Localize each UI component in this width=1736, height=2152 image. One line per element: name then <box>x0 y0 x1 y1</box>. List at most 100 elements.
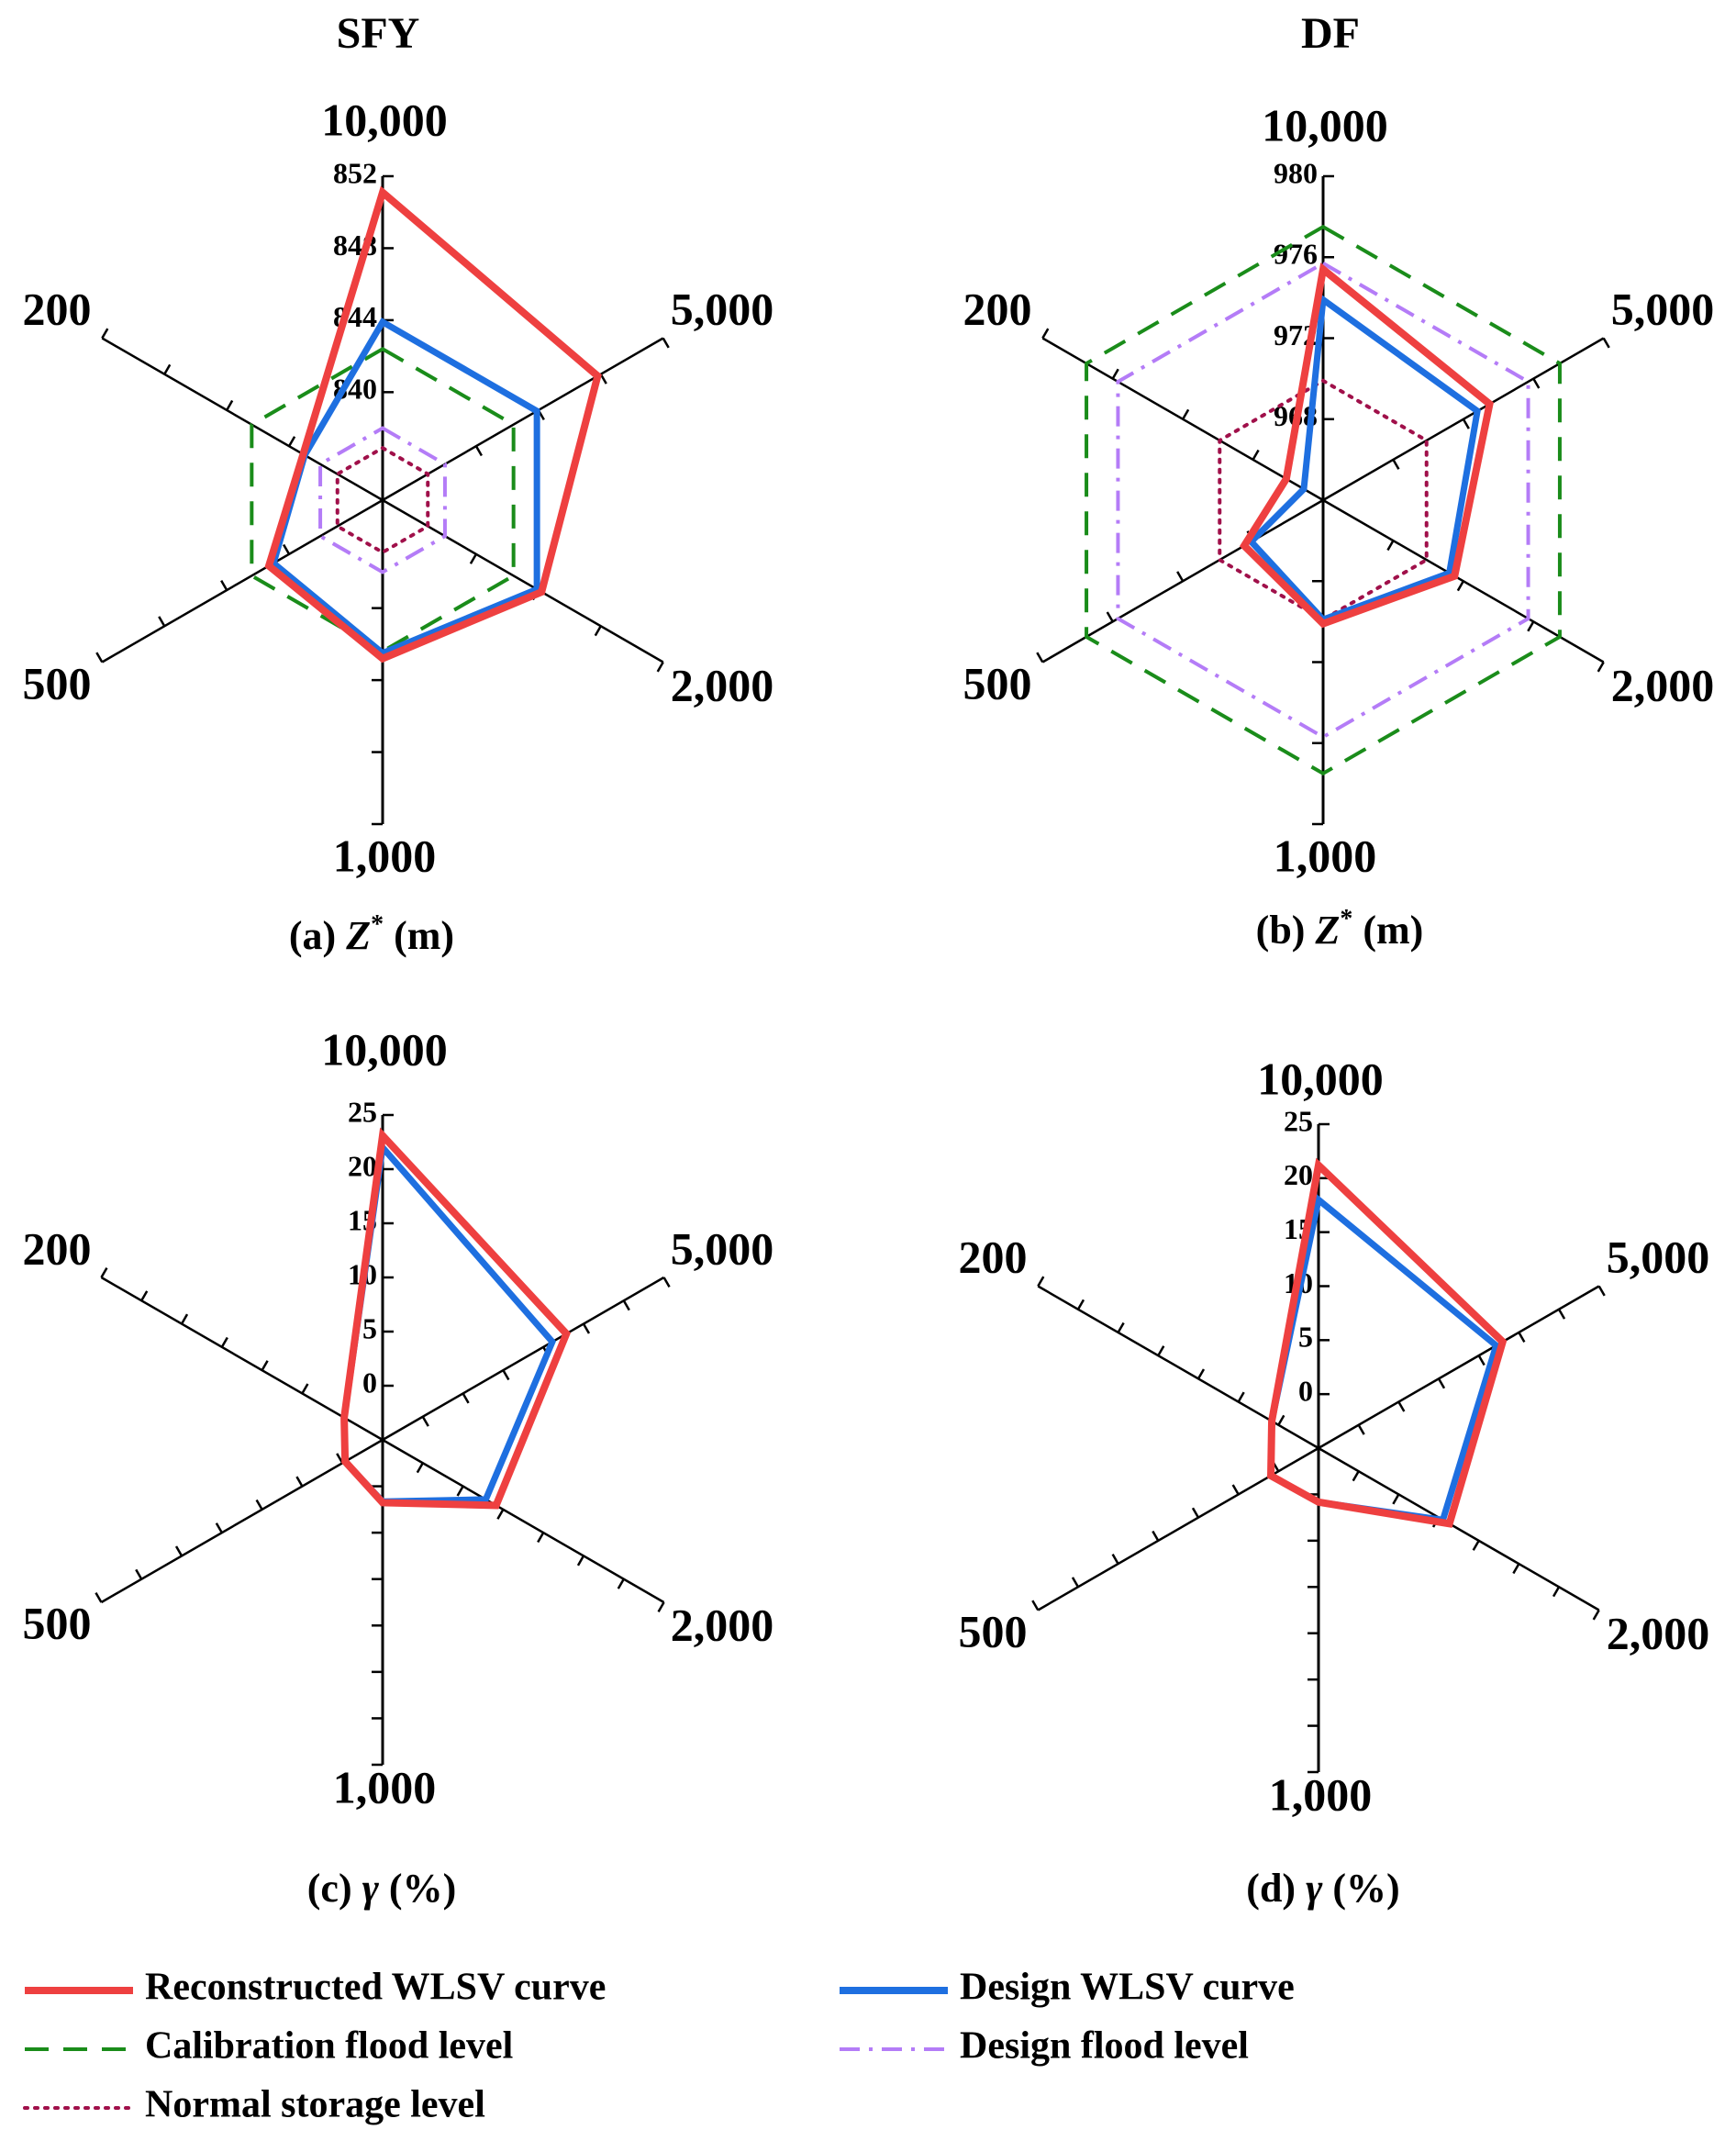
axis-tick <box>158 616 166 627</box>
axis-tick <box>1157 1345 1165 1356</box>
axis-label-2000: 2,000 <box>671 659 774 710</box>
tick-label: 20 <box>1284 1158 1313 1191</box>
axis-tick <box>1117 1321 1125 1333</box>
axis-label-1000: 1,000 <box>1274 830 1377 881</box>
caption-label: (c) <box>307 1866 352 1911</box>
axis-label-500: 500 <box>963 657 1032 708</box>
axis-tick <box>1397 1400 1406 1412</box>
legend-item-normal: Normal storage level <box>23 2084 485 2126</box>
caption-unit: (%) <box>1332 1866 1399 1911</box>
axis-label-200: 200 <box>23 283 92 334</box>
legend-item-design_flood: Design flood level <box>840 2025 1249 2068</box>
caption-variable: γ <box>362 1866 380 1911</box>
axis-tick <box>1196 1368 1206 1379</box>
legend-item-calibration: Calibration flood level <box>25 2025 513 2068</box>
panels: 10,0005,0002,0001,000500200852848844840(… <box>23 94 1715 1911</box>
axis-label-200: 200 <box>959 1231 1028 1282</box>
axis-tick <box>226 399 234 411</box>
axis-tick <box>1191 1507 1200 1519</box>
axis-tick <box>1041 328 1050 340</box>
axis-line-5000 <box>1318 1285 1600 1450</box>
legend-item-reconstructed: Reconstructed WLSV curve <box>25 1967 606 2009</box>
axis-tick <box>1602 337 1610 349</box>
radar-panel-a: 10,0005,0002,0001,000500200852848844840(… <box>23 94 774 958</box>
axis-tick <box>1477 1355 1486 1366</box>
axis-label-200: 200 <box>23 1222 92 1274</box>
axis-tick <box>1392 1493 1400 1505</box>
axis-label-200: 200 <box>963 283 1032 334</box>
axis-tick <box>261 1360 269 1371</box>
axis-tick <box>657 1601 665 1613</box>
level-design_flood <box>318 426 447 574</box>
tick-label: 20 <box>348 1149 377 1182</box>
axis-line-500 <box>100 1438 384 1604</box>
tick-label: 25 <box>1284 1104 1313 1137</box>
axis-tick <box>594 625 602 637</box>
axis-tick <box>288 436 296 447</box>
series-reconstructed <box>264 185 602 663</box>
axis-tick <box>1252 449 1260 461</box>
axis-tick <box>1231 1484 1240 1496</box>
axis-tick <box>1392 459 1400 470</box>
axis-tick <box>662 1277 671 1288</box>
axis-tick <box>1111 1554 1119 1565</box>
legend-label: Reconstructed WLSV curve <box>145 1967 606 2009</box>
axis-tick <box>140 1290 149 1301</box>
axis-tick <box>220 1336 228 1348</box>
axis-tick <box>163 363 172 375</box>
title-sfy: SFY <box>337 9 420 58</box>
axis-tick <box>215 1522 223 1533</box>
tick-label: 980 <box>1274 156 1318 189</box>
tick-label: 976 <box>1274 238 1318 271</box>
axis-tick <box>1472 1540 1480 1551</box>
axis-tick <box>1237 1391 1245 1403</box>
axis-tick <box>421 1416 429 1427</box>
axis-label-10000: 10,000 <box>1262 99 1388 151</box>
axis-tick <box>1071 1577 1080 1588</box>
axis-label-10000: 10,000 <box>321 1023 448 1075</box>
axis-tick <box>100 1266 108 1278</box>
axis-tick <box>456 1485 464 1497</box>
axis-label-1000: 1,000 <box>1269 1768 1373 1820</box>
panel-caption-c: (c) γ (%) <box>307 1866 456 1911</box>
axis-line-2000 <box>382 1438 665 1604</box>
axis-tick <box>1462 418 1470 429</box>
radar-panel-b: 10,0005,0002,0001,000500200980976972968(… <box>963 99 1715 953</box>
axis-tick <box>1386 540 1395 552</box>
axis-label-1000: 1,000 <box>333 830 437 881</box>
legend-label: Design WLSV curve <box>960 1967 1295 2009</box>
axis-tick <box>1592 1609 1600 1621</box>
axis-tick <box>416 1462 424 1474</box>
tick-label: 0 <box>362 1366 377 1399</box>
axis-line-2000 <box>382 498 664 663</box>
axis-label-5000: 5,000 <box>671 1222 774 1274</box>
axis-line-200 <box>100 1276 384 1442</box>
axis-tick <box>1597 1285 1606 1297</box>
level-calibration <box>250 346 516 654</box>
tick-label: 0 <box>1298 1375 1313 1408</box>
tick-label: 5 <box>1298 1321 1313 1354</box>
axis-tick <box>502 1369 510 1381</box>
axis-line-5000 <box>382 1276 665 1442</box>
axis-label-500: 500 <box>959 1605 1028 1656</box>
axis-tick <box>576 1555 585 1567</box>
title-df: DF <box>1301 9 1360 58</box>
caption-unit: (m) <box>394 913 454 958</box>
axis-tick <box>1111 368 1119 380</box>
tick-label: 25 <box>348 1095 377 1128</box>
level-normal <box>335 445 430 555</box>
axis-tick <box>1437 1377 1446 1389</box>
axis-tick <box>1552 1586 1561 1598</box>
panel-caption-b: (b) Z* (m) <box>1256 905 1424 953</box>
axis-label-2000: 2,000 <box>1607 1607 1710 1658</box>
legend-item-design_curve: Design WLSV curve <box>840 1967 1295 2009</box>
caption-unit: (%) <box>389 1866 456 1911</box>
axis-label-5000: 5,000 <box>1611 283 1715 334</box>
axis-tick <box>95 652 104 663</box>
axis-tick <box>496 1509 505 1520</box>
panel-caption-d: (d) γ (%) <box>1246 1866 1399 1911</box>
caption-label: (b) <box>1256 908 1306 953</box>
legend-label: Calibration flood level <box>145 2025 513 2068</box>
caption-variable: Z <box>1314 908 1340 953</box>
axis-tick <box>1176 571 1185 582</box>
